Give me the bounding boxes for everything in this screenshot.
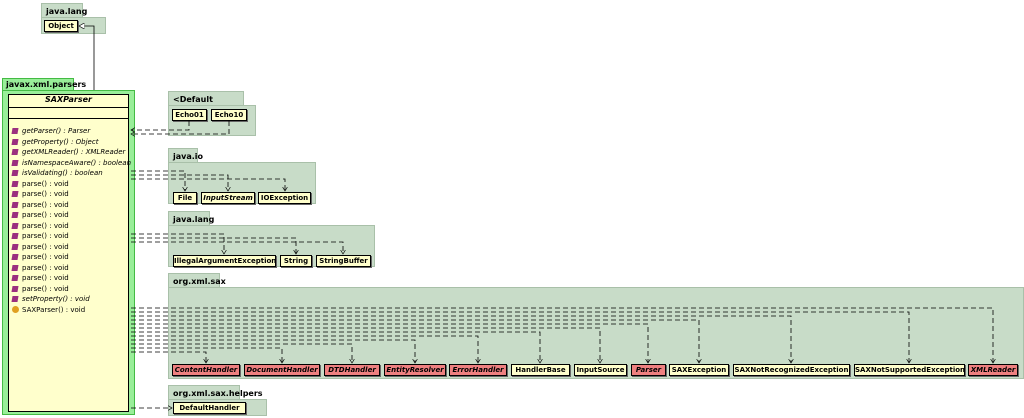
package-tab-java-lang-top: java.lang bbox=[41, 3, 87, 17]
saxparser-method-14[interactable]: parse() : void bbox=[11, 273, 69, 283]
method-signature: parse() : void bbox=[22, 242, 69, 251]
saxparser-method-7[interactable]: parse() : void bbox=[11, 200, 69, 210]
dep-string bbox=[131, 237, 296, 254]
method-signature: parse() : void bbox=[22, 221, 69, 230]
method-signature: parse() : void bbox=[22, 200, 69, 209]
package-tab-org-xml-sax-helpers: org.xml.sax.helpers bbox=[168, 385, 263, 399]
dep-stringbuffer bbox=[131, 241, 343, 254]
dep-saxnotrecognizedexception bbox=[131, 315, 791, 363]
method-signature: getParser() : Parser bbox=[22, 127, 91, 135]
class-saxnotrecognizedexception[interactable]: SAXNotRecognizedException bbox=[733, 364, 850, 376]
method-signature: parse() : void bbox=[22, 274, 69, 282]
saxparser-method-9[interactable]: parse() : void bbox=[11, 221, 69, 231]
dep-xmlreader bbox=[131, 307, 993, 363]
dep-echo10 bbox=[131, 121, 230, 134]
class-ioexception[interactable]: IOException bbox=[258, 192, 311, 204]
saxparser-method-2[interactable]: getXMLReader() : XMLReader bbox=[11, 147, 126, 157]
class-file[interactable]: File bbox=[173, 192, 197, 204]
saxparser-method-10[interactable]: parse() : void bbox=[11, 231, 69, 241]
saxparser-method-4[interactable]: isValidating() : boolean bbox=[11, 168, 103, 178]
saxparser-method-11[interactable]: parse() : void bbox=[11, 242, 69, 252]
class-inputsource[interactable]: InputSource bbox=[574, 364, 627, 376]
method-signature: parse() : void bbox=[22, 179, 69, 188]
method-signature: parse() : void bbox=[22, 190, 69, 198]
saxparser-separator-2 bbox=[8, 118, 129, 119]
class-contenthandler[interactable]: ContentHandler bbox=[172, 364, 240, 376]
method-signature: parse() : void bbox=[22, 263, 69, 272]
dep-saxnotsupportedexception bbox=[131, 311, 909, 363]
dep-documenthandler bbox=[131, 347, 282, 363]
saxparser-method-15[interactable]: parse() : void bbox=[11, 284, 69, 294]
method-signature: isValidating() : boolean bbox=[22, 169, 103, 177]
saxparser-method-12[interactable]: parse() : void bbox=[11, 252, 69, 262]
class-echo01[interactable]: Echo01 bbox=[172, 109, 207, 121]
method-signature: isNamespaceAware() : boolean bbox=[22, 158, 132, 167]
dep-entityresolver bbox=[131, 339, 415, 363]
method-signature: parse() : void bbox=[22, 211, 69, 219]
method-signature: parse() : void bbox=[22, 232, 69, 240]
dep-echo01 bbox=[131, 121, 190, 130]
package-tab-java-lang: java.lang bbox=[168, 211, 214, 225]
saxparser-method-17[interactable]: SAXParser() : void bbox=[12, 305, 85, 315]
saxparser-method-8[interactable]: parse() : void bbox=[11, 210, 69, 220]
class-defaulthandler[interactable]: DefaultHandler bbox=[173, 402, 246, 414]
dep-saxexception bbox=[131, 319, 699, 363]
class-parser[interactable]: Parser bbox=[631, 364, 666, 376]
saxparser-method-0[interactable]: getParser() : Parser bbox=[11, 126, 91, 136]
class-xmlreader[interactable]: XMLReader bbox=[968, 364, 1018, 376]
class-documenthandler[interactable]: DocumentHandler bbox=[244, 364, 320, 376]
constructor-icon bbox=[12, 305, 19, 313]
saxparser-separator-1 bbox=[8, 107, 129, 108]
dep-inputsource bbox=[131, 327, 600, 363]
dep-handlerbase bbox=[131, 331, 540, 363]
class-inputstream[interactable]: InputStream bbox=[201, 192, 255, 204]
dep-parser bbox=[131, 323, 648, 363]
dep-file bbox=[131, 170, 185, 191]
class-handlerbase[interactable]: HandlerBase bbox=[511, 364, 570, 376]
dep-ioexception bbox=[131, 178, 285, 191]
saxparser-method-16[interactable]: setProperty() : void bbox=[11, 294, 90, 304]
dep-inputstream bbox=[131, 174, 228, 191]
dep-illegalargumentexception bbox=[131, 233, 224, 254]
saxparser-title: SAXParser bbox=[45, 95, 92, 104]
class-entityresolver[interactable]: EntityResolver bbox=[384, 364, 446, 376]
saxparser-method-3[interactable]: isNamespaceAware() : boolean bbox=[11, 158, 132, 168]
inheritance-line bbox=[79, 26, 95, 90]
method-signature: SAXParser() : void bbox=[22, 305, 86, 314]
method-signature: getXMLReader() : XMLReader bbox=[22, 148, 126, 156]
saxparser-method-6[interactable]: parse() : void bbox=[11, 189, 69, 199]
method-signature: parse() : void bbox=[22, 253, 69, 261]
method-signature: parse() : void bbox=[22, 284, 69, 293]
saxparser-method-13[interactable]: parse() : void bbox=[11, 263, 69, 273]
class-string[interactable]: String bbox=[280, 255, 312, 267]
method-signature: setProperty() : void bbox=[22, 295, 90, 303]
saxparser-method-1[interactable]: getProperty() : Object bbox=[11, 137, 99, 147]
package-tab-javax-xml-parsers: javax.xml.parsers bbox=[2, 78, 86, 90]
package-tab-java-io: java.io bbox=[168, 148, 203, 162]
package-tab-org-xml-sax: org.xml.sax bbox=[168, 273, 226, 287]
class-saxparser[interactable] bbox=[8, 94, 129, 412]
package-org-xml-sax bbox=[168, 287, 1024, 379]
class-saxnotsupportedexception[interactable]: SAXNotSupportedException bbox=[854, 364, 966, 376]
saxparser-method-5[interactable]: parse() : void bbox=[11, 179, 69, 189]
method-signature: getProperty() : Object bbox=[22, 137, 99, 146]
class-illegalargumentexception[interactable]: IllegalArgumentException bbox=[173, 255, 277, 267]
class-stringbuffer[interactable]: StringBuffer bbox=[316, 255, 371, 267]
class-errorhandler[interactable]: ErrorHandler bbox=[449, 364, 507, 376]
dep-dtdhandler bbox=[131, 343, 352, 363]
dep-errorhandler bbox=[131, 335, 478, 363]
dep-contenthandler bbox=[131, 351, 206, 363]
class-saxexception[interactable]: SAXException bbox=[669, 364, 729, 376]
class-object[interactable]: Object bbox=[44, 20, 78, 32]
class-dtdhandler[interactable]: DTDHandler bbox=[324, 364, 380, 376]
class-echo10[interactable]: Echo10 bbox=[211, 109, 247, 121]
